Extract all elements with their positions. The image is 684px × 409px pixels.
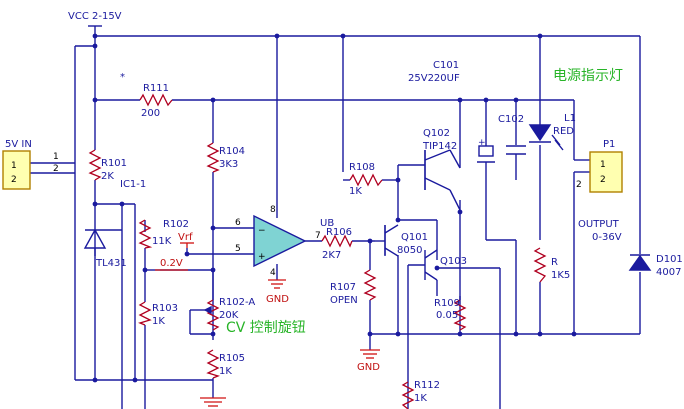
- r107-label: R107: [330, 282, 356, 293]
- q103-label: Q103: [440, 256, 467, 267]
- p1-label: P1: [603, 139, 615, 150]
- gnd-symbol-opamp: [268, 279, 286, 289]
- gnd-symbol-r105: [200, 397, 226, 407]
- opamp-pin8: 8: [270, 205, 276, 215]
- r109-value: 0.05: [436, 310, 458, 321]
- opamp: − +: [253, 214, 307, 268]
- vrf-marker: [180, 242, 194, 248]
- input-connector: 1 2 1 2: [2, 150, 59, 190]
- r109-resistor: [453, 299, 467, 331]
- l1-label: L1: [564, 113, 576, 124]
- q102-label: Q102: [423, 128, 450, 139]
- r101-value: 2K: [101, 171, 114, 182]
- r111-resistor: [139, 93, 173, 107]
- svg-text:2: 2: [576, 180, 582, 190]
- tl431-regulator: [83, 228, 122, 256]
- q101-type: 8050: [397, 245, 422, 256]
- r-resistor: [533, 247, 547, 283]
- r102a-label: R102-A: [219, 297, 255, 308]
- r101-resistor: [88, 149, 102, 181]
- svg-text:1: 1: [600, 160, 606, 170]
- led-l1: [528, 124, 564, 151]
- svg-text:1: 1: [53, 152, 59, 162]
- r104-label: R104: [219, 146, 245, 157]
- svg-text:1: 1: [11, 161, 17, 171]
- gnd-label-opamp: GND: [266, 294, 289, 305]
- r102-value: 11K: [152, 236, 172, 247]
- svg-text:−: −: [258, 226, 266, 236]
- svg-text:+: +: [258, 252, 266, 262]
- r102a-potentiometer: [203, 299, 220, 331]
- star-marker: *: [120, 72, 125, 83]
- input-connector-label: 5V IN: [5, 139, 32, 150]
- opamp-pin7: 7: [315, 231, 321, 241]
- wires: [30, 26, 641, 409]
- opamp-pin4: 4: [270, 268, 276, 278]
- tl431-label: TL431: [95, 258, 127, 269]
- v02-label: 0.2V: [160, 258, 183, 269]
- r112-resistor: [401, 381, 415, 409]
- led-color-label: RED: [553, 126, 574, 137]
- r107-value: OPEN: [330, 295, 358, 306]
- r101-label: R101: [101, 158, 127, 169]
- c102-capacitor: [506, 145, 526, 166]
- output-range-label: 0-36V: [592, 232, 622, 243]
- r106-value: 2K7: [322, 250, 341, 261]
- q101-label: Q101: [401, 232, 428, 243]
- vrf-label: Vrf: [178, 232, 193, 243]
- ic1-label: IC1-1: [120, 179, 146, 190]
- q102-type: TIP142: [422, 141, 457, 152]
- c102-label: C102: [498, 114, 524, 125]
- r104-value: 3K3: [219, 159, 238, 170]
- r102-resistor: [138, 219, 153, 249]
- r105-resistor: [206, 349, 220, 379]
- r105-value: 1K: [219, 366, 232, 377]
- r106-label: R106: [326, 227, 352, 238]
- r111-value: 200: [141, 108, 160, 119]
- r109-label: R109: [434, 298, 460, 309]
- svg-text:2: 2: [600, 175, 606, 185]
- r107-resistor: [363, 269, 377, 301]
- svg-text:+: +: [478, 138, 486, 148]
- r111-label: R111: [143, 83, 169, 94]
- output-connector-p1: 1 2 2: [576, 151, 623, 193]
- svg-text:2: 2: [11, 175, 17, 185]
- r103-label: R103: [152, 303, 178, 314]
- r-label: R: [551, 257, 558, 268]
- q101-transistor: [384, 224, 399, 257]
- r102-label: R102: [163, 219, 189, 230]
- d101-value: 4007: [656, 267, 681, 278]
- gnd-symbol-r107: [360, 349, 380, 359]
- svg-text:2: 2: [53, 164, 59, 174]
- r105-label: R105: [219, 353, 245, 364]
- r108-resistor: [349, 173, 383, 187]
- c101-label: C101: [433, 60, 459, 71]
- r112-value: 1K: [414, 393, 427, 404]
- r108-value: 1K: [349, 186, 362, 197]
- r-value: 1K5: [551, 270, 570, 281]
- c101-value: 25V220UF: [408, 73, 460, 84]
- r106-resistor: [321, 234, 353, 248]
- power-indicator-title: 电源指示灯: [553, 68, 623, 84]
- r112-label: R112: [414, 380, 440, 391]
- opamp-pin6: 6: [235, 218, 241, 228]
- r102a-value: 20K: [219, 310, 239, 321]
- r103-value: 1K: [152, 316, 165, 327]
- r104-resistor: [206, 142, 220, 173]
- vcc-label: VCC 2-15V: [68, 11, 122, 22]
- c101-capacitor: +: [477, 138, 495, 168]
- d101-diode: [628, 254, 652, 271]
- cv-knob-label: CV 控制旋钮: [226, 320, 306, 336]
- gnd-label-r107: GND: [357, 362, 380, 373]
- ub-label: UB: [320, 218, 334, 229]
- junction-dots: [92, 33, 577, 383]
- opamp-pin5: 5: [235, 244, 241, 254]
- r108-label: R108: [349, 162, 375, 173]
- output-label: OUTPUT: [578, 219, 620, 230]
- r103-resistor: [138, 301, 152, 326]
- d101-label: D101: [656, 254, 683, 265]
